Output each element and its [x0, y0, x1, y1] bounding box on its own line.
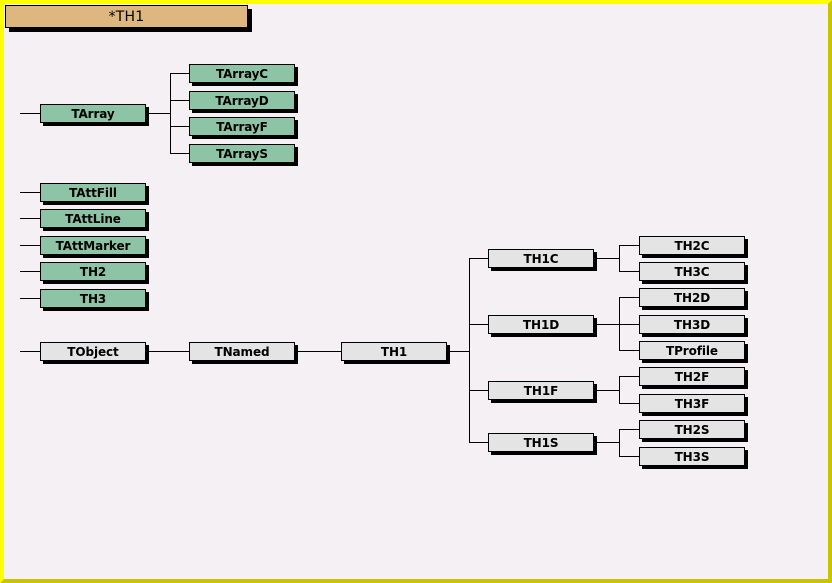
- class-node-label: TH1C: [523, 251, 559, 266]
- connector-th1f-out: [597, 390, 619, 391]
- connector-stub-tattfill: [20, 192, 40, 193]
- class-node-tarrays[interactable]: TArrayS: [189, 144, 295, 163]
- class-node-label: TH3: [79, 291, 107, 306]
- class-node-label: TH3C: [674, 264, 710, 279]
- class-node-tattmarker[interactable]: TAttMarker: [40, 236, 146, 255]
- class-node-th3s[interactable]: TH3S: [639, 447, 745, 466]
- class-node-tattfill[interactable]: TAttFill: [40, 183, 146, 202]
- connector-th1c-th3c: [619, 271, 639, 272]
- class-node-th3f[interactable]: TH3F: [639, 394, 745, 413]
- class-node-th1d[interactable]: TH1D: [488, 315, 594, 334]
- class-node-tobject[interactable]: TObject: [40, 342, 146, 361]
- connector-stub-tattline: [20, 218, 40, 219]
- window-title: *TH1: [108, 8, 145, 25]
- connector-th1s-trunk: [619, 429, 620, 456]
- class-node-tprofile[interactable]: TProfile: [639, 341, 745, 360]
- window-titlebar[interactable]: *TH1: [5, 5, 248, 28]
- class-node-label: TH3D: [673, 317, 711, 332]
- class-node-label: TH2S: [674, 422, 710, 437]
- connector-tarray-tarrayf: [170, 126, 189, 127]
- class-node-th1[interactable]: TH1: [341, 342, 447, 361]
- class-node-th3[interactable]: TH3: [40, 289, 146, 308]
- connector-th1-out: [450, 351, 469, 352]
- class-node-th2[interactable]: TH2: [40, 262, 146, 281]
- connector-th1-th1f: [469, 390, 488, 391]
- class-node-tarrayf[interactable]: TArrayF: [189, 117, 295, 136]
- connector-th1c-trunk: [619, 245, 620, 272]
- connector-stub-th2: [20, 271, 40, 272]
- connector-stub-tobject: [20, 351, 40, 352]
- class-node-label: TH2D: [673, 290, 711, 305]
- connector-th1d-th3d: [619, 324, 639, 325]
- class-node-tattline[interactable]: TAttLine: [40, 209, 146, 228]
- connector-th1-th1d: [469, 324, 488, 325]
- connector-th1d-out: [597, 324, 619, 325]
- class-node-label: TH2F: [674, 369, 710, 384]
- connector-tarray-tarrayd: [170, 100, 189, 101]
- connector-th1s-th3s: [619, 456, 639, 457]
- connector-th1c-out: [597, 258, 619, 259]
- connector-tobject-tnamed: [149, 351, 189, 352]
- class-node-label: TProfile: [666, 343, 718, 358]
- class-node-label: TObject: [67, 344, 119, 359]
- connector-th1-th1s: [469, 442, 488, 443]
- class-node-th1f[interactable]: TH1F: [488, 381, 594, 400]
- class-node-label: TAttFill: [69, 185, 117, 200]
- connector-tnamed-th1: [298, 351, 341, 352]
- connector-tarray-tarrayc: [170, 73, 189, 74]
- connector-tarray-trunk: [170, 73, 171, 154]
- class-node-label: TH3F: [674, 396, 710, 411]
- class-node-th2c[interactable]: TH2C: [639, 236, 745, 255]
- connector-stub-tarray: [20, 113, 40, 114]
- class-node-label: TH1D: [522, 317, 560, 332]
- class-node-tnamed[interactable]: TNamed: [189, 342, 295, 361]
- class-node-tarray[interactable]: TArray: [40, 104, 146, 123]
- connector-th1d-tprofile: [619, 350, 639, 351]
- class-node-th1s[interactable]: TH1S: [488, 433, 594, 452]
- connector-th1f-trunk: [619, 376, 620, 403]
- class-node-label: TArrayS: [216, 146, 268, 161]
- connector-stub-tattmarker: [20, 245, 40, 246]
- connector-th1d-th2d: [619, 297, 639, 298]
- class-node-label: TAttLine: [65, 211, 121, 226]
- class-node-label: TH1S: [523, 435, 559, 450]
- connector-th1c-th2c: [619, 245, 639, 246]
- connector-tarray-out: [149, 113, 170, 114]
- class-node-th2s[interactable]: TH2S: [639, 420, 745, 439]
- class-node-tarrayc[interactable]: TArrayC: [189, 64, 295, 83]
- class-node-label: TNamed: [214, 344, 270, 359]
- class-node-label: TH1F: [523, 383, 559, 398]
- connector-th1-trunk: [469, 258, 470, 442]
- class-node-tarrayd[interactable]: TArrayD: [189, 91, 295, 110]
- connector-th1s-out: [597, 442, 619, 443]
- class-node-label: TArrayD: [215, 93, 269, 108]
- connector-stub-th3: [20, 298, 40, 299]
- connector-th1-th1c: [469, 258, 488, 259]
- connector-th1f-th3f: [619, 403, 639, 404]
- class-node-label: TH3S: [674, 449, 710, 464]
- class-node-label: TH2: [79, 264, 107, 279]
- class-node-th3d[interactable]: TH3D: [639, 315, 745, 334]
- class-node-label: TArrayC: [215, 66, 269, 81]
- class-node-th3c[interactable]: TH3C: [639, 262, 745, 281]
- class-node-label: TH2C: [674, 238, 710, 253]
- connector-th1d-trunk: [619, 297, 620, 350]
- connector-th1f-th2f: [619, 376, 639, 377]
- class-node-label: TH1: [380, 344, 408, 359]
- class-node-label: TAttMarker: [55, 238, 131, 253]
- class-node-label: TArrayF: [216, 119, 268, 134]
- class-node-th1c[interactable]: TH1C: [488, 249, 594, 268]
- class-node-th2f[interactable]: TH2F: [639, 367, 745, 386]
- connector-tarray-tarrays: [170, 153, 189, 154]
- connector-th1s-th2s: [619, 429, 639, 430]
- class-node-th2d[interactable]: TH2D: [639, 288, 745, 307]
- class-node-label: TArray: [71, 106, 115, 121]
